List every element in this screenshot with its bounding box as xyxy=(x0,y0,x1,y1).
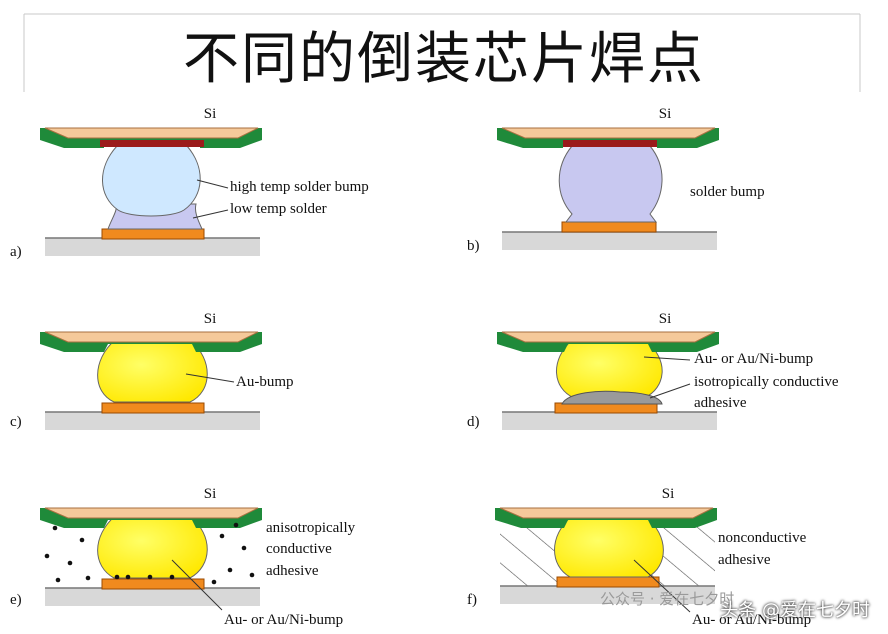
si-chip xyxy=(501,127,716,139)
au-ni-bump xyxy=(554,515,664,578)
panel-f: Si f) nonconductive adhesive Au- or Au/N… xyxy=(467,486,811,628)
label-adhesive: adhesive xyxy=(694,395,747,411)
label-au-ni-bump: Au- or Au/Ni-bump xyxy=(692,612,811,628)
chip-label: Si xyxy=(659,311,672,327)
si-chip xyxy=(44,127,259,139)
panel-b: Si b) solder bump xyxy=(467,106,765,254)
panel-letter: c) xyxy=(10,414,22,430)
substrate-pad xyxy=(561,221,657,233)
panel-e: Si e) anisotropically conductive adhesiv… xyxy=(10,486,356,628)
substrate xyxy=(502,412,717,430)
label-high-temp-solder-bump: high temp solder bump xyxy=(230,179,369,195)
label-nonconductive: nonconductive xyxy=(718,530,807,546)
panel-c: Si c) Au-bump xyxy=(10,311,294,430)
substrate-pad xyxy=(556,576,660,588)
watermark-text: 头条 @爱在七夕时 xyxy=(720,600,870,621)
substrate xyxy=(45,588,260,606)
panel-letter: b) xyxy=(467,238,480,254)
label-au-ni-bump: Au- or Au/Ni-bump xyxy=(694,351,813,367)
label-solder-bump: solder bump xyxy=(690,184,765,200)
chip-label: Si xyxy=(204,106,217,122)
panel-letter: e) xyxy=(10,592,22,608)
isotropic-adhesive xyxy=(561,390,663,405)
chip-pad xyxy=(563,140,657,147)
panel-d: Si d) Au- or Au/Ni-bump isotropically co… xyxy=(467,311,839,430)
au-bump xyxy=(97,339,208,403)
substrate xyxy=(45,412,260,430)
substrate xyxy=(45,238,260,256)
label-adhesive: adhesive xyxy=(266,563,319,579)
label-isotropic: isotropically conductive xyxy=(694,374,839,390)
label-au-ni-bump: Au- or Au/Ni-bump xyxy=(224,612,343,628)
label-adhesive: adhesive xyxy=(718,552,771,568)
label-anisotropically: anisotropically xyxy=(266,520,356,536)
label-conductive: conductive xyxy=(266,541,332,557)
substrate xyxy=(500,586,715,604)
panel-letter: a) xyxy=(10,244,22,260)
chip-label: Si xyxy=(204,311,217,327)
si-chip xyxy=(499,507,714,519)
solder-bump xyxy=(558,145,663,223)
si-chip xyxy=(44,331,259,343)
label-low-temp-solder: low temp solder xyxy=(230,201,327,217)
chip-label: Si xyxy=(659,106,672,122)
label-au-bump: Au-bump xyxy=(236,374,294,390)
chip-label: Si xyxy=(662,486,675,502)
substrate xyxy=(502,232,717,250)
substrate-pad xyxy=(101,402,205,414)
watermark-brand: 公众号 · 爱在七夕时 xyxy=(600,590,735,608)
au-ni-bump xyxy=(556,339,663,399)
au-bump xyxy=(97,515,208,579)
chip-label: Si xyxy=(204,486,217,502)
substrate-pad xyxy=(101,228,205,240)
conductive-particles xyxy=(44,522,255,585)
si-chip xyxy=(44,507,259,519)
panel-letter: f) xyxy=(467,592,477,608)
panel-letter: d) xyxy=(467,414,480,430)
si-chip xyxy=(501,331,716,343)
panel-a: Si a) high temp solder bump low temp sol… xyxy=(10,106,369,260)
substrate-pad xyxy=(101,578,205,590)
high-temp-solder-bump xyxy=(102,145,201,217)
page-title: 不同的倒装芯片焊点 xyxy=(183,27,705,92)
chip-pad xyxy=(100,140,204,147)
